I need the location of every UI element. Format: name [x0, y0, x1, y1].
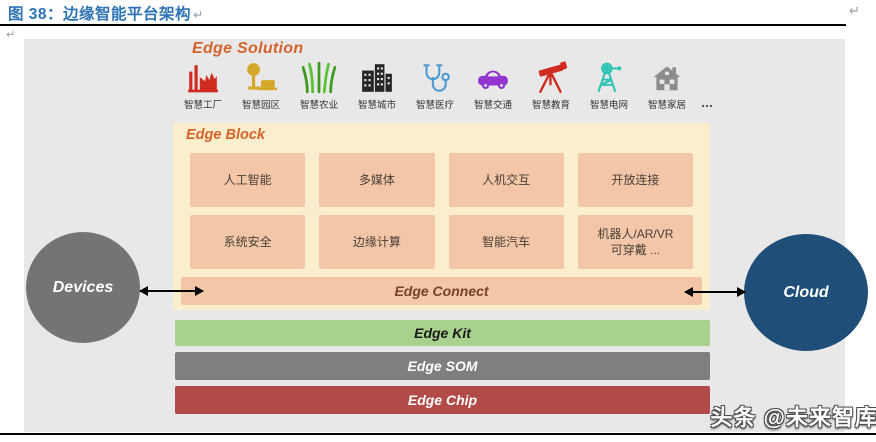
solutions-icon-row: 智慧工厂 智慧园区 智慧农业: [176, 61, 716, 111]
module-edge-computing: 边缘计算: [319, 215, 435, 269]
module-open-connect: 开放连接: [577, 153, 693, 207]
module-multimedia: 多媒体: [319, 153, 435, 207]
return-mark-icon: ↵: [193, 8, 204, 22]
solution-smart-factory: 智慧工厂: [176, 59, 230, 111]
city-buildings-icon: [360, 59, 394, 95]
factory-icon: [186, 59, 220, 95]
solution-smart-home: 智慧家居: [640, 59, 694, 111]
telescope-icon: [534, 59, 568, 95]
figure-caption-text: 图 38：边缘智能平台架构: [8, 6, 192, 23]
top-divider: [0, 24, 846, 26]
park-icon: [244, 59, 278, 95]
solution-smart-traffic: 智慧交通: [466, 59, 520, 111]
devices-edge-arrow-icon: [139, 286, 204, 296]
figure-caption: 图 38：边缘智能平台架构↵: [8, 2, 204, 24]
stethoscope-icon: [418, 59, 452, 95]
solution-label: 智慧家居: [647, 100, 686, 111]
solution-label: 智慧城市: [357, 100, 396, 111]
solution-smart-medical: 智慧医疗: [408, 59, 462, 111]
house-icon: [650, 59, 684, 95]
edge-kit-layer: Edge Kit: [175, 320, 710, 346]
solution-smart-city: 智慧城市: [350, 59, 404, 111]
agriculture-icon: [302, 59, 336, 95]
cloud-node: Cloud: [744, 234, 868, 351]
solution-label: 智慧教育: [531, 100, 570, 111]
solution-label: 智慧工厂: [183, 100, 222, 111]
bottom-divider: [0, 433, 876, 435]
devices-node: Devices: [26, 232, 140, 343]
module-robot-ar-vr: 机器人/AR/VR 可穿戴 ...: [577, 215, 693, 269]
solution-label: 智慧园区: [241, 100, 280, 111]
solution-label: 智慧交通: [473, 100, 512, 111]
solution-smart-grid: 智慧电网: [582, 59, 636, 111]
solution-label: 智慧医疗: [415, 100, 454, 111]
power-tower-icon: [592, 59, 626, 95]
module-hmi: 人机交互: [448, 153, 564, 207]
solution-smart-education: 智慧教育: [524, 59, 578, 111]
module-ai: 人工智能: [190, 153, 306, 207]
top-right-return-mark-icon: ↵: [849, 3, 860, 18]
solution-label: 智慧农业: [299, 100, 338, 111]
module-system-security: 系统安全: [190, 215, 306, 269]
edge-som-layer: Edge SOM: [175, 352, 710, 380]
solution-smart-agriculture: 智慧农业: [292, 59, 346, 111]
module-smart-vehicle: 智能汽车: [448, 215, 564, 269]
edge-block-modules: 人工智能 多媒体 人机交互 开放连接 系统安全 边缘计算 智能汽车 机器人/AR…: [190, 153, 693, 269]
edge-solution-title: Edge Solution: [192, 40, 304, 57]
solution-smart-park: 智慧园区: [234, 59, 288, 111]
edge-block-title: Edge Block: [186, 127, 265, 143]
cloud-edge-arrow-icon: [684, 287, 746, 297]
car-icon: [476, 59, 510, 95]
solutions-ellipsis: ...: [701, 94, 713, 110]
edge-chip-layer: Edge Chip: [175, 386, 710, 414]
watermark: 头条 @未来智库: [710, 405, 876, 430]
solution-label: 智慧电网: [589, 100, 628, 111]
edge-connect-bar: Edge Connect: [181, 277, 702, 305]
edge-block-panel: Edge Block 人工智能 多媒体 人机交互 开放连接 系统安全 边缘计算 …: [173, 123, 710, 310]
paragraph-mark-icon: ↵: [6, 29, 16, 41]
